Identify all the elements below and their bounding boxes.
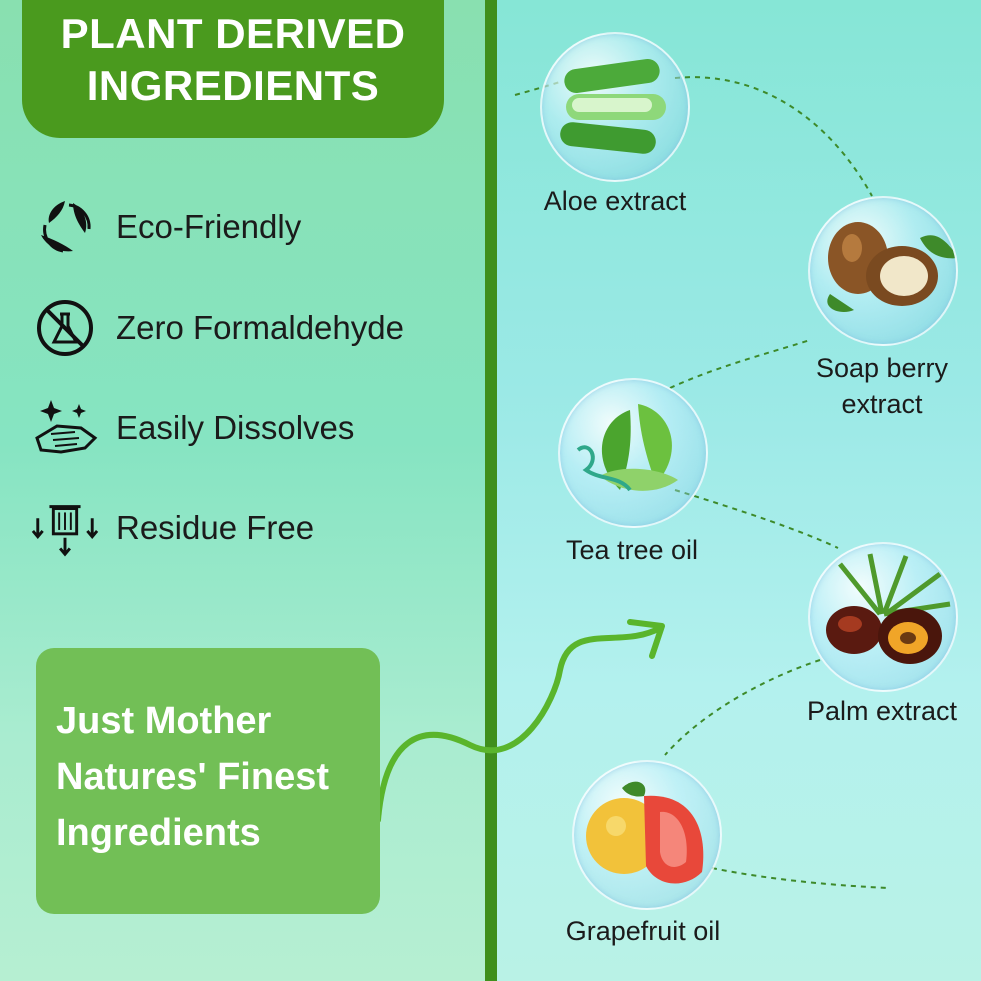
feature-label: Residue Free [116, 509, 315, 546]
tagline-line-1: Just Mother [56, 700, 272, 742]
soap-berry-icon [808, 196, 958, 346]
title-line-2: INGREDIENTS [86, 62, 380, 109]
no-flask-icon [30, 293, 100, 363]
sparkle-hand-icon [30, 393, 100, 463]
feature-zero-formaldehyde: Zero Formaldehyde [30, 293, 404, 363]
feature-residue-free: Residue Free [30, 493, 314, 563]
ingredient-label-palm: Palm extract [806, 696, 958, 726]
ingredient-label-line: Soap berry [815, 353, 949, 383]
feature-label: Eco-Friendly [116, 208, 302, 245]
feature-label: Easily Dissolves [116, 409, 355, 446]
title-line-1: PLANT DERIVED [60, 10, 406, 57]
tagline-line-2: Natures' Finest [56, 756, 329, 798]
trash-arrows-icon [30, 493, 100, 563]
ingredient-label-soap-berry: Soap berry extract [790, 350, 974, 422]
feature-label: Zero Formaldehyde [116, 309, 404, 346]
vertical-divider [485, 0, 497, 981]
ingredient-label-aloe: Aloe extract [543, 186, 687, 216]
feature-eco-friendly: Eco-Friendly [30, 192, 301, 262]
title-banner: PLANT DERIVED INGREDIENTS [22, 0, 444, 138]
ingredient-label-line: extract [841, 389, 923, 419]
grapefruit-icon [572, 760, 722, 910]
tagline-line-3: Ingredients [56, 812, 261, 854]
aloe-icon [540, 32, 690, 182]
ingredient-label-tea-tree: Tea tree oil [565, 535, 699, 565]
tea-leaf-icon [558, 378, 708, 528]
tagline-box: Just Mother Natures' Finest Ingredients [36, 648, 380, 914]
feature-easily-dissolves: Easily Dissolves [30, 393, 354, 463]
palm-fruit-icon [808, 542, 958, 692]
recycle-leaves-icon [30, 192, 100, 262]
ingredient-label-grapefruit: Grapefruit oil [565, 916, 721, 946]
